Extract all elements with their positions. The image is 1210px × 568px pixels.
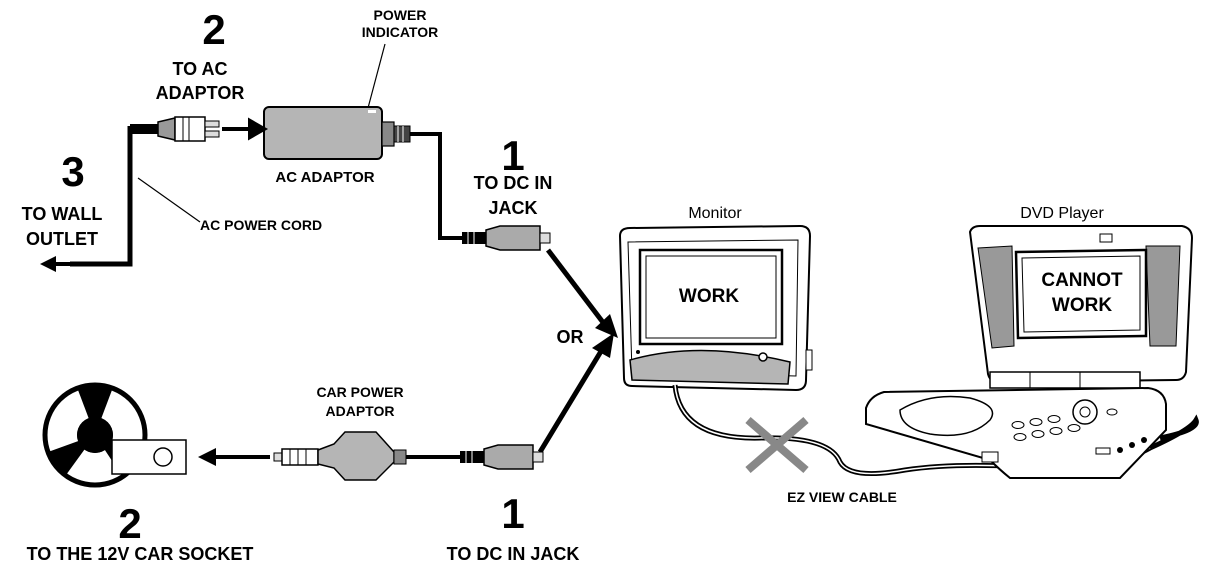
dvd-player-title: DVD Player: [1020, 205, 1104, 222]
monitor-device: [618, 224, 813, 392]
car-power-adaptor: [273, 431, 544, 481]
to-dc-in-label-line2: JACK: [488, 198, 537, 218]
dc-cable-ac: [410, 132, 462, 240]
car-arrow-head: [198, 448, 216, 466]
car-power-label-line2: ADAPTOR: [326, 403, 395, 419]
power-indicator-label-line1: POWER: [374, 7, 427, 23]
monitor-status: WORK: [679, 286, 739, 307]
to-ac-label-line2: ADAPTOR: [156, 83, 245, 103]
dvd-status-line2: WORK: [1052, 295, 1112, 316]
to-wall-label-line2: OUTLET: [26, 229, 98, 249]
dvd-status-line1: CANNOT: [1041, 270, 1123, 291]
arrow-to-ac-adaptor: [222, 117, 269, 141]
to-car-socket-label: TO THE 12V CAR SOCKET: [27, 544, 254, 564]
to-wall-label-line1: TO WALL: [22, 204, 103, 224]
arrow-ac-head: [595, 314, 618, 338]
dc-plug-ac: [462, 225, 551, 251]
ac-plug: [70, 116, 220, 267]
ez-view-cable-label: EZ VIEW CABLE: [787, 489, 897, 505]
ac-adaptor: [263, 106, 411, 160]
step-1-car-number: 1: [501, 490, 524, 537]
car-power-label-line1: CAR POWER: [316, 384, 403, 400]
car-socket-icon: [42, 382, 187, 488]
dvd-player-device: [865, 225, 1194, 479]
to-ac-label-line1: TO AC: [172, 59, 227, 79]
or-label: OR: [557, 327, 584, 347]
ac-adaptor-label: AC ADAPTOR: [275, 169, 374, 186]
ac-power-cord-leader: [137, 177, 201, 223]
ac-power-cord-label: AC POWER CORD: [200, 217, 322, 233]
step-1-ac-number: 1: [501, 132, 524, 179]
to-dc-in-jack-label: TO DC IN JACK: [447, 544, 580, 564]
monitor-title: Monitor: [688, 205, 742, 222]
arrow-ac-to-monitor: [546, 248, 607, 327]
step-2-car-number: 2: [118, 500, 141, 547]
arrow-car-to-monitor: [537, 346, 606, 454]
power-indicator-label-line2: INDICATOR: [362, 24, 438, 40]
cannot-cross-mark: [745, 416, 809, 474]
step-2-ac-number: 2: [202, 6, 225, 53]
to-dc-in-label-line1: TO DC IN: [474, 173, 553, 193]
arrow-car-head: [592, 333, 614, 358]
power-indicator-leader: [367, 43, 386, 109]
step-3-number: 3: [61, 148, 84, 195]
wall-arrow-head: [40, 256, 56, 272]
